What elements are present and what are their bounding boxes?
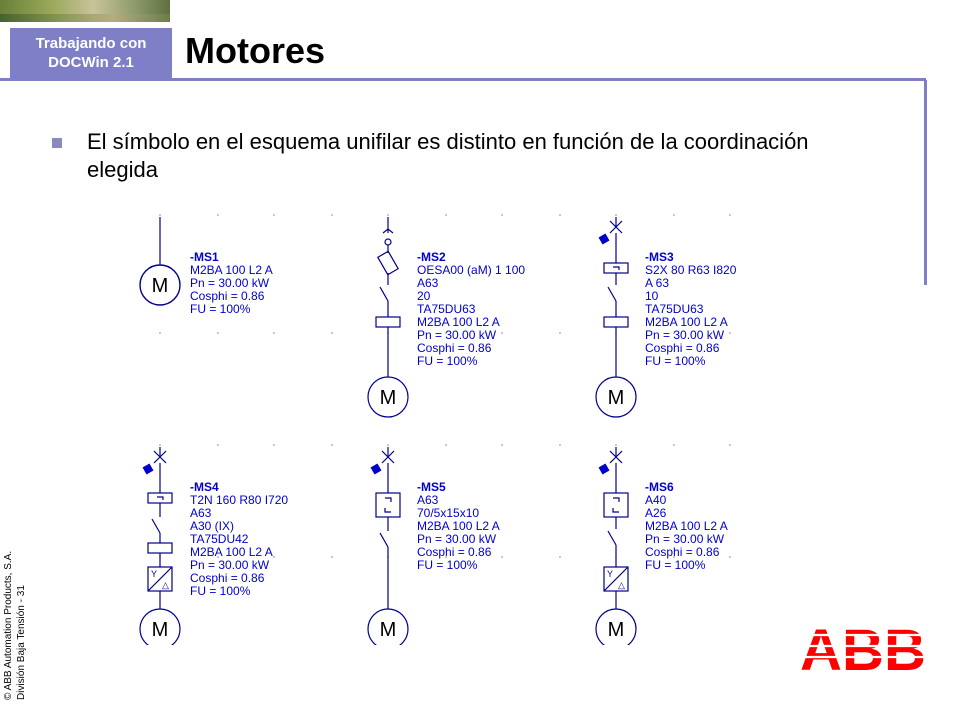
ms4-line: M2BA 100 L2 A [190, 545, 273, 559]
ms2-line: Pn = 30.00 kW [417, 328, 497, 342]
ms1-line: Pn = 30.00 kW [190, 276, 270, 290]
ms3-name: -MS3 [645, 250, 674, 264]
ms2-line: FU = 100% [417, 354, 478, 368]
ms3-line: FU = 100% [645, 354, 706, 368]
ms2-name: -MS2 [417, 250, 446, 264]
ms3-line: S2X 80 R63 I820 [645, 263, 737, 277]
abb-logo-text: ABB [800, 622, 926, 678]
ms4-line: Pn = 30.00 kW [190, 558, 270, 572]
ms3-line: TA75DU63 [645, 302, 704, 316]
ms5-line: 70/5x15x10 [417, 506, 479, 520]
ms2-line: Cosphi = 0.86 [417, 341, 492, 355]
bullet-square-icon [52, 138, 62, 148]
section-tag-line2: DOCWin 2.1 [48, 54, 134, 71]
single-line-diagram: M -MS1 M2BA 100 L2 A Pn = 30.00 kW Cosph… [139, 214, 737, 645]
feeder-ms2 [367, 217, 409, 418]
ms6-line: M2BA 100 L2 A [645, 519, 728, 533]
ms5-line: A63 [417, 493, 439, 507]
footer-line2: División Baja Tensión - 31 [16, 585, 27, 700]
motor-symbol: M [608, 387, 625, 409]
ms6-name: -MS6 [645, 480, 674, 494]
bullet-text: El símbolo en el esquema unifilar es dis… [87, 129, 809, 182]
ms1-name: -MS1 [190, 250, 219, 264]
ms6-line: Cosphi = 0.86 [645, 545, 720, 559]
ms6-line: A40 [645, 493, 667, 507]
motor-symbol: M [152, 275, 169, 297]
svg-text:△: △ [162, 580, 169, 590]
feeder-ms1: M -MS1 M2BA 100 L2 A Pn = 30.00 kW Cosph… [139, 217, 273, 316]
bullet-item: El símbolo en el esquema unifilar es dis… [52, 128, 822, 184]
ms3-line: 10 [645, 289, 659, 303]
ms5-line: Pn = 30.00 kW [417, 532, 497, 546]
ms3-line: Cosphi = 0.86 [645, 341, 720, 355]
ms5-line: FU = 100% [417, 558, 478, 572]
ms1-line: M2BA 100 L2 A [190, 263, 273, 277]
feeder-ms4 [139, 447, 181, 645]
header-photo-strip [0, 0, 170, 22]
section-tag: Trabajando con DOCWin 2.1 [10, 28, 172, 78]
motor-symbol: M [380, 387, 397, 409]
header-divider [0, 78, 926, 81]
page-title: Motores [185, 30, 326, 71]
feeder-ms6 [595, 447, 637, 645]
feeder-ms5 [367, 447, 409, 645]
ms6-line: FU = 100% [645, 558, 706, 572]
ms4-line: T2N 160 R80 I720 [190, 493, 288, 507]
svg-text:Y: Y [607, 569, 613, 579]
ms2-line: A63 [417, 276, 439, 290]
ms2-line: TA75DU63 [417, 302, 476, 316]
svg-text:△: △ [618, 580, 625, 590]
ms5-line: Cosphi = 0.86 [417, 545, 492, 559]
ms1-line: Cosphi = 0.86 [190, 289, 265, 303]
abb-logo: ABB [798, 622, 928, 678]
ms5-line: M2BA 100 L2 A [417, 519, 500, 533]
motor-symbol: M [152, 619, 169, 641]
motor-symbol: M [380, 619, 397, 641]
ms4-line: TA75DU42 [190, 532, 249, 546]
right-divider [924, 80, 927, 285]
ms3-line: A 63 [645, 276, 669, 290]
ms2-line: OESA00 (aM) 1 100 [417, 263, 525, 277]
section-tag-line1: Trabajando con [35, 35, 147, 52]
ms4-line: A63 [190, 506, 212, 520]
ms2-line: 20 [417, 289, 431, 303]
ms4-name: -MS4 [190, 480, 219, 494]
ms6-line: A26 [645, 506, 667, 520]
motor-symbol: M [608, 619, 625, 641]
ms3-line: M2BA 100 L2 A [645, 315, 728, 329]
ms3-line: Pn = 30.00 kW [645, 328, 725, 342]
ms4-line: A30 (IX) [190, 519, 234, 533]
ms1-line: FU = 100% [190, 302, 251, 316]
ms2-line: M2BA 100 L2 A [417, 315, 500, 329]
ms5-name: -MS5 [417, 480, 446, 494]
feeder-ms3 [595, 217, 637, 418]
ms4-line: Cosphi = 0.86 [190, 571, 265, 585]
ms6-line: Pn = 30.00 kW [645, 532, 725, 546]
svg-text:Y: Y [151, 569, 157, 579]
footer-line1: © ABB Automation Products, S.A. [3, 550, 14, 700]
ms4-line: FU = 100% [190, 584, 251, 598]
footer-copyright: © ABB Automation Products, S.A. División… [2, 480, 28, 700]
